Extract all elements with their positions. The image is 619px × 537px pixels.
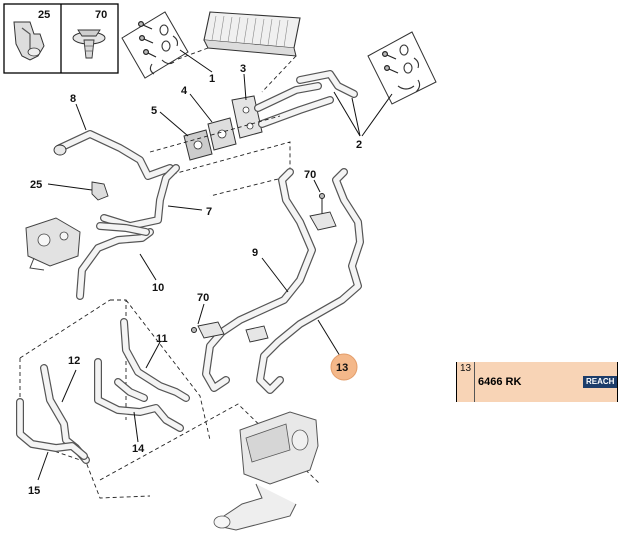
callout-7: 7 xyxy=(206,206,212,218)
reach-badge: REACH xyxy=(583,376,618,388)
panel-part-code: 6466 RK xyxy=(478,376,522,388)
highlight-callout-13: 13 xyxy=(330,353,358,381)
hardware-kit-2 xyxy=(367,31,437,105)
inset-right-ref: 70 xyxy=(95,9,107,21)
callout-5: 5 xyxy=(151,105,157,117)
callout-14: 14 xyxy=(132,443,145,455)
panel-part-ref: 13 xyxy=(460,363,472,374)
heater-pipe-stubs xyxy=(254,70,358,128)
callout-9: 9 xyxy=(252,247,258,259)
hose-10 xyxy=(76,222,154,300)
inset-left-ref: 25 xyxy=(38,9,50,21)
inset-box: 25 70 xyxy=(3,3,119,74)
callout-13: 13 xyxy=(336,362,348,374)
clip-icon xyxy=(13,21,45,61)
parts-reference-panel[interactable]: 13 6466 RK REACH xyxy=(456,362,618,402)
heater-core-radiator xyxy=(203,11,301,57)
fastener-70-lower xyxy=(191,321,269,343)
hardware-kit-1 xyxy=(121,11,189,79)
hose-9 xyxy=(202,168,316,392)
hose-8 xyxy=(53,130,174,180)
callout-12: 12 xyxy=(68,355,80,367)
hose-14 xyxy=(94,358,184,432)
hose-7 xyxy=(100,164,180,230)
hose-15 xyxy=(16,398,88,460)
hose-13 xyxy=(256,168,364,394)
callout-70-lower: 70 xyxy=(197,292,209,304)
callout-2: 2 xyxy=(356,139,362,151)
panel-separator xyxy=(474,362,475,402)
callout-11: 11 xyxy=(156,333,168,345)
callout-1: 1 xyxy=(209,73,215,85)
fastener-70-upper xyxy=(309,193,337,231)
callout-4: 4 xyxy=(181,85,188,97)
callout-15: 15 xyxy=(28,485,40,497)
flange-gasket-3 xyxy=(231,95,263,139)
push-fastener-icon xyxy=(72,29,106,59)
gasket-5 xyxy=(183,129,213,161)
callout-10: 10 xyxy=(152,282,164,294)
callout-70-upper: 70 xyxy=(304,169,316,181)
callout-3: 3 xyxy=(240,63,246,75)
thermostat-housing xyxy=(25,217,81,271)
callout-8: 8 xyxy=(70,93,76,105)
gasket-4 xyxy=(207,117,237,151)
hose-11 xyxy=(120,318,190,402)
callout-25: 25 xyxy=(30,179,42,191)
auxiliary-heater-unit xyxy=(213,411,319,531)
clip-25 xyxy=(91,181,109,201)
